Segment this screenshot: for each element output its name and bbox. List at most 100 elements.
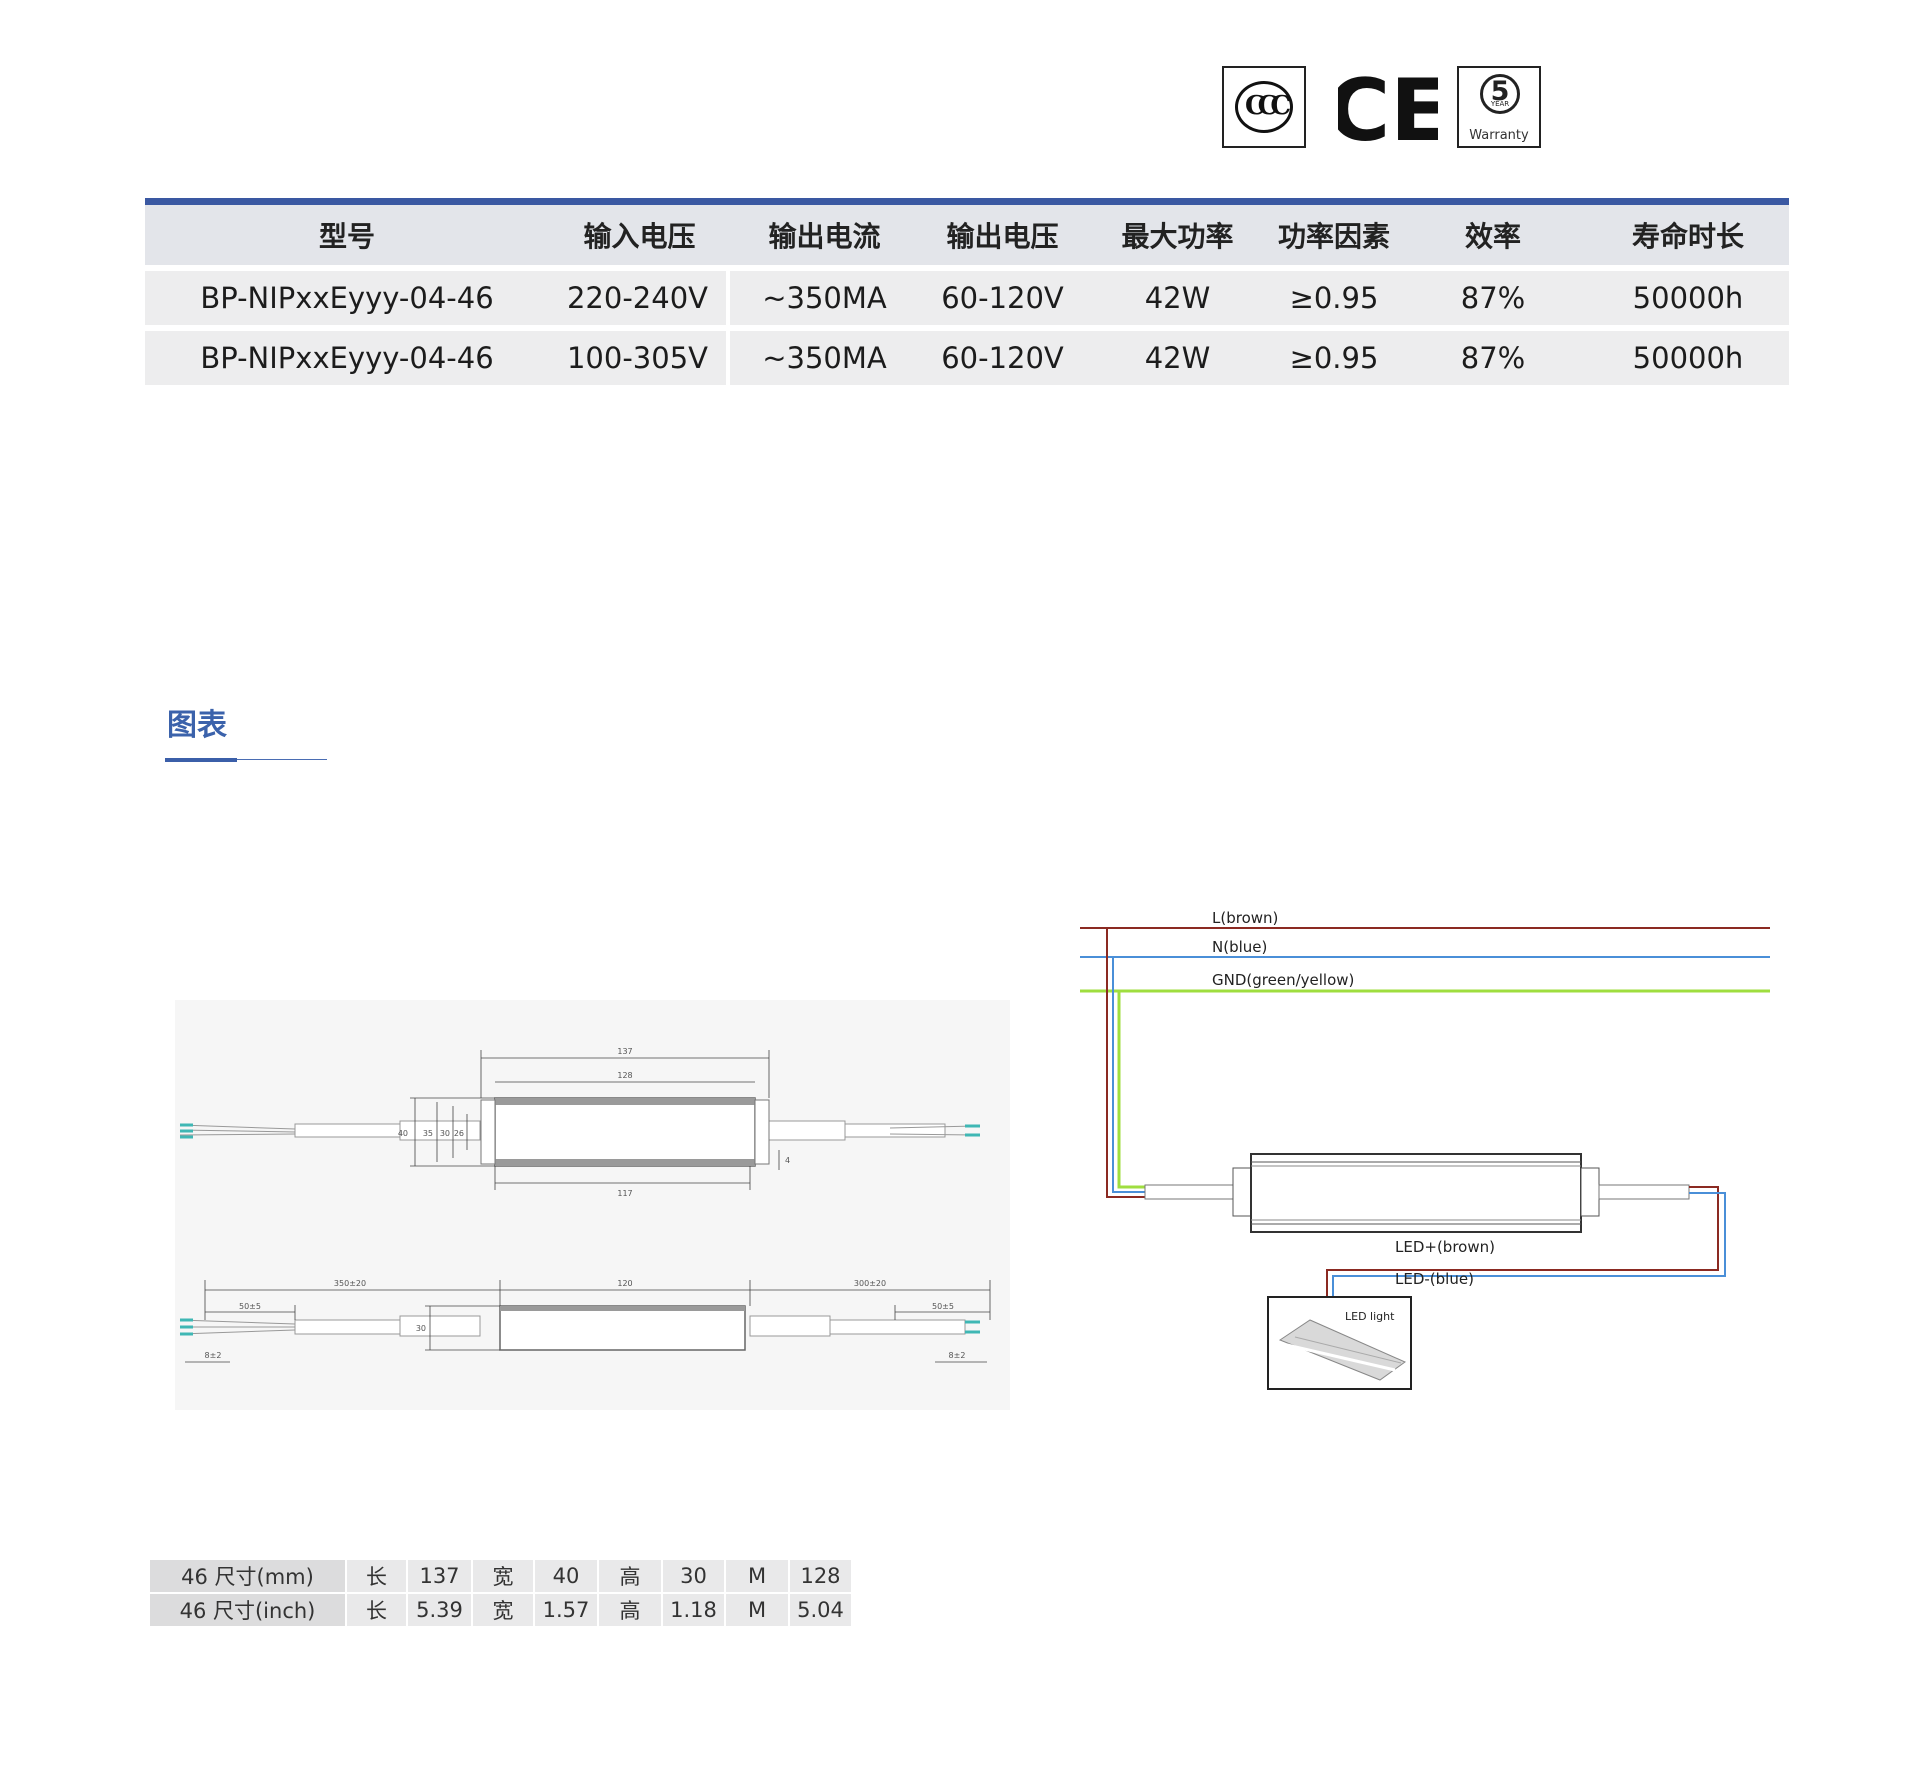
wire-label-n: N(blue) bbox=[1212, 938, 1267, 956]
size-cell: 30 bbox=[663, 1560, 726, 1594]
dim-label: 300±20 bbox=[854, 1279, 886, 1288]
size-cell: 高 bbox=[599, 1594, 663, 1628]
dim-label: 117 bbox=[617, 1189, 632, 1198]
size-cell: 长 bbox=[347, 1560, 408, 1594]
size-cell: 宽 bbox=[473, 1594, 535, 1628]
spec-header-output-current: 输出电流 bbox=[730, 205, 919, 271]
size-cell: 5.04 bbox=[790, 1594, 853, 1628]
wire-tips-right-top bbox=[965, 1124, 980, 1137]
spec-header-model: 型号 bbox=[145, 205, 549, 271]
spec-cell-lifetime: 50000h bbox=[1587, 271, 1789, 331]
warranty-years: 5 bbox=[1490, 76, 1510, 107]
input-cable-side bbox=[179, 1315, 481, 1337]
driver-housing-top bbox=[480, 1097, 770, 1167]
dim-label: 26 bbox=[454, 1129, 464, 1138]
wire-label-gnd: GND(green/yellow) bbox=[1212, 971, 1354, 989]
ccc-certification-logo: CCC bbox=[1222, 66, 1306, 148]
wire-tips-left-side bbox=[180, 1318, 193, 1336]
size-label-mm: 46 尺寸(mm) bbox=[150, 1560, 347, 1594]
input-cable bbox=[1144, 1184, 1234, 1200]
dimension-lines-top bbox=[410, 1050, 780, 1190]
size-cell: 长 bbox=[347, 1594, 408, 1628]
dim-label: 30 bbox=[416, 1324, 426, 1333]
spec-cell-input-voltage: 220-240V bbox=[549, 271, 730, 331]
dimension-drawing: 137 128 117 40 35 30 26 4 bbox=[175, 1000, 1010, 1410]
warranty-year-label: YEAR bbox=[1490, 100, 1510, 108]
spec-cell-output-voltage: 60-120V bbox=[919, 331, 1086, 391]
warranty-logo: 5 YEAR Warranty bbox=[1457, 66, 1541, 148]
spec-cell-input-voltage: 100-305V bbox=[549, 331, 730, 391]
spec-cell-max-power: 42W bbox=[1086, 331, 1269, 391]
output-cable-side bbox=[749, 1315, 966, 1337]
spec-cell-power-factor: ≥0.95 bbox=[1269, 331, 1399, 391]
led-minus-wire bbox=[1332, 1192, 1726, 1327]
spec-header-power-factor: 功率因素 bbox=[1269, 205, 1399, 271]
dim-label: 350±20 bbox=[334, 1279, 366, 1288]
size-table: 46 尺寸(mm) 长 137 宽 40 高 30 M 128 46 尺寸(in… bbox=[150, 1560, 853, 1628]
output-cable-top bbox=[764, 1120, 976, 1141]
spec-table: 型号 输入电压 输出电流 输出电压 最大功率 功率因素 效率 寿命时长 BP-N… bbox=[145, 198, 1789, 391]
warranty-label: Warranty bbox=[1469, 128, 1529, 143]
led-light-icon bbox=[1267, 1296, 1412, 1390]
output-cable bbox=[1598, 1184, 1690, 1200]
dim-label: 35 bbox=[423, 1129, 433, 1138]
size-label-inch: 46 尺寸(inch) bbox=[150, 1594, 347, 1628]
spec-cell-output-current: ~350MA bbox=[730, 331, 919, 391]
gnd-drop-wire bbox=[1117, 991, 1145, 1189]
spec-cell-efficiency: 87% bbox=[1399, 331, 1587, 391]
table-row: BP-NIPxxEyyy-04-46 220-240V ~350MA 60-12… bbox=[145, 271, 1789, 331]
spec-header-input-voltage: 输入电压 bbox=[549, 205, 730, 271]
spec-header-row: 型号 输入电压 输出电流 输出电压 最大功率 功率因素 效率 寿命时长 bbox=[145, 205, 1789, 271]
led-driver-icon bbox=[1232, 1153, 1600, 1233]
spec-cell-max-power: 42W bbox=[1086, 271, 1269, 331]
section-title-accent bbox=[165, 758, 237, 762]
dim-label: 8±2 bbox=[205, 1351, 222, 1360]
wire-label-led-minus: LED-(blue) bbox=[1395, 1270, 1474, 1288]
ccc-mark-text: CCC bbox=[1244, 91, 1291, 121]
spec-cell-lifetime: 50000h bbox=[1587, 331, 1789, 391]
warranty-badge-icon bbox=[1480, 74, 1520, 114]
size-cell: M bbox=[726, 1560, 790, 1594]
driver-housing-side bbox=[499, 1305, 746, 1351]
spec-header-max-power: 最大功率 bbox=[1086, 205, 1269, 271]
size-cell: 高 bbox=[599, 1560, 663, 1594]
wire-tips-right-side bbox=[965, 1320, 980, 1334]
ce-mark-text: CE bbox=[1338, 64, 1438, 154]
size-cell: 128 bbox=[790, 1560, 853, 1594]
wire-label-l: L(brown) bbox=[1212, 909, 1278, 927]
table-row: BP-NIPxxEyyy-04-46 100-305V ~350MA 60-12… bbox=[145, 331, 1789, 391]
spec-cell-efficiency: 87% bbox=[1399, 271, 1587, 331]
dim-label: 8±2 bbox=[949, 1351, 966, 1360]
spec-header-output-voltage: 输出电压 bbox=[919, 205, 1086, 271]
dim-label: 120 bbox=[617, 1279, 632, 1288]
table-row: 46 尺寸(inch) 长 5.39 宽 1.57 高 1.18 M 5.04 bbox=[150, 1594, 853, 1628]
wiring-diagram: L(brown) N(blue) GND(green/yellow) LED+(… bbox=[1075, 900, 1775, 1390]
section-title-underline bbox=[165, 759, 327, 760]
l-drop-wire bbox=[1106, 928, 1145, 1198]
input-cable-top bbox=[179, 1120, 481, 1141]
dimension-lines-side bbox=[185, 1280, 991, 1363]
dim-label: 40 bbox=[398, 1129, 408, 1138]
size-cell: 1.18 bbox=[663, 1594, 726, 1628]
ce-certification-logo: CE bbox=[1327, 61, 1449, 161]
spec-cell-power-factor: ≥0.95 bbox=[1269, 271, 1399, 331]
size-cell: 宽 bbox=[473, 1560, 535, 1594]
size-cell: M bbox=[726, 1594, 790, 1628]
dim-label: 50±5 bbox=[932, 1302, 954, 1311]
wire-label-led-plus: LED+(brown) bbox=[1395, 1238, 1495, 1256]
led-light-label: LED light bbox=[1345, 1310, 1395, 1323]
size-cell: 40 bbox=[535, 1560, 599, 1594]
table-row: 46 尺寸(mm) 长 137 宽 40 高 30 M 128 bbox=[150, 1560, 853, 1594]
size-cell: 5.39 bbox=[408, 1594, 473, 1628]
spec-cell-output-voltage: 60-120V bbox=[919, 271, 1086, 331]
dim-label: 137 bbox=[617, 1047, 632, 1056]
spec-cell-output-current: ~350MA bbox=[730, 271, 919, 331]
spec-header-lifetime: 寿命时长 bbox=[1587, 205, 1789, 271]
dim-label: 128 bbox=[617, 1071, 632, 1080]
wire-tips-left-top bbox=[180, 1123, 193, 1139]
spec-cell-model: BP-NIPxxEyyy-04-46 bbox=[145, 271, 549, 331]
dim-label: 50±5 bbox=[239, 1302, 261, 1311]
spec-cell-model: BP-NIPxxEyyy-04-46 bbox=[145, 331, 549, 391]
n-drop-wire bbox=[1112, 957, 1145, 1193]
ccc-ring-icon bbox=[1235, 81, 1293, 133]
